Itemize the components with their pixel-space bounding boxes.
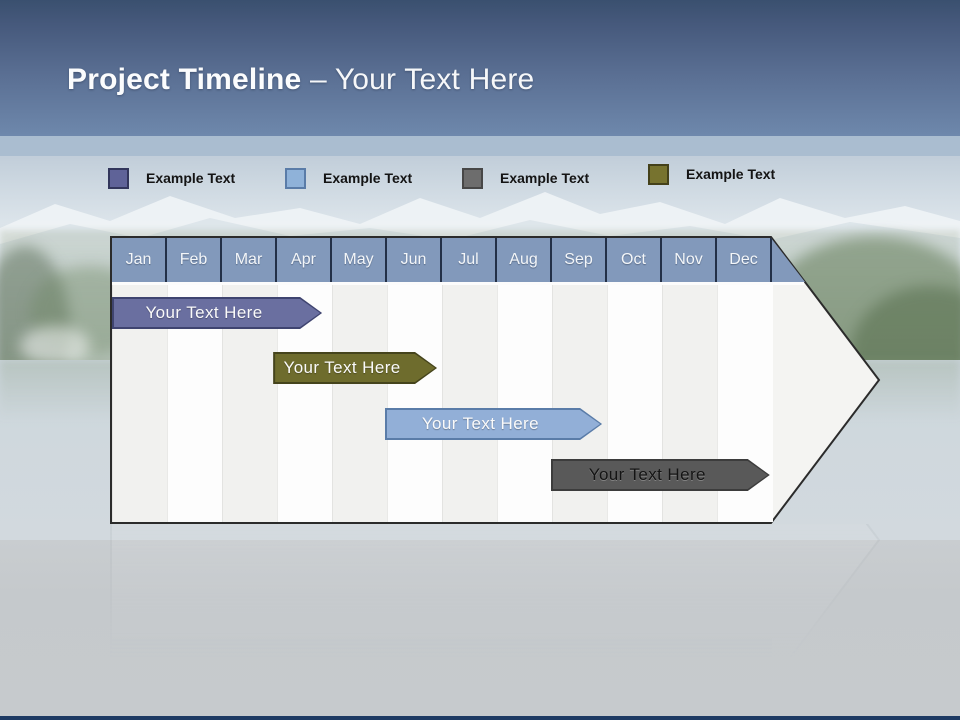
column-stripe-may — [332, 282, 388, 522]
month-cell-mar: Mar — [222, 238, 277, 282]
task-bar-fill: Your Text Here — [553, 461, 768, 489]
task-bar-fill: Your Text Here — [275, 354, 435, 382]
task-bar-3: Your Text Here — [385, 408, 602, 440]
task-bar-fill: Your Text Here — [387, 410, 600, 438]
legend-label: Example Text — [686, 166, 776, 182]
column-stripe-jun — [387, 282, 443, 522]
legend-swatch-icon — [108, 167, 129, 189]
column-stripe-jul — [442, 282, 498, 522]
legend-label: Example Text — [323, 170, 413, 186]
task-bar-2: Your Text Here — [273, 352, 437, 384]
task-bar-4: Your Text Here — [551, 459, 770, 491]
task-bar-label: Your Text Here — [145, 303, 263, 322]
legend-swatch-icon — [285, 167, 306, 189]
banner-light-band — [0, 136, 960, 156]
header-underline — [112, 282, 804, 285]
legend-swatch-icon — [648, 163, 669, 185]
month-cell-apr: Apr — [277, 238, 332, 282]
legend-swatch-icon — [462, 167, 483, 189]
legend-item-2: Example Text — [285, 164, 412, 192]
month-cell-dec: Dec — [717, 238, 772, 282]
legend-item-3: Example Text — [462, 164, 589, 192]
month-cell-jan: Jan — [112, 238, 167, 282]
month-cell-nov: Nov — [662, 238, 717, 282]
slide-title-main: Project Timeline — [67, 63, 302, 96]
task-bar-fill: Your Text Here — [114, 299, 320, 327]
legend-label: Example Text — [500, 170, 590, 186]
legend: Example Text Example Text Example Text Exam… — [0, 163, 960, 198]
slide-title-placeholder: – Your Text Here — [309, 63, 535, 96]
month-cell-sep: Sep — [552, 238, 607, 282]
task-bar-label: Your Text Here — [283, 358, 401, 377]
month-cell-aug: Aug — [497, 238, 552, 282]
tree-blob — [20, 326, 90, 366]
task-bar-label: Your Text Here — [421, 414, 539, 433]
legend-item-4: Example Text — [648, 160, 775, 188]
legend-item-1: Example Text — [108, 164, 235, 192]
slide-title: Project Timeline – Your Text Here — [67, 60, 927, 100]
month-cell-jun: Jun — [387, 238, 442, 282]
month-cell-feb: Feb — [167, 238, 222, 282]
task-bar-label: Your Text Here — [588, 465, 706, 484]
task-bar-1: Your Text Here — [112, 297, 322, 329]
month-cell-may: May — [332, 238, 387, 282]
bottom-accent-strip — [0, 716, 960, 720]
column-stripe-aug — [497, 282, 553, 522]
title-banner — [0, 0, 960, 136]
month-cell-oct: Oct — [607, 238, 662, 282]
month-cell-jul: Jul — [442, 238, 497, 282]
legend-label: Example Text — [146, 170, 236, 186]
lower-stage — [0, 540, 960, 720]
